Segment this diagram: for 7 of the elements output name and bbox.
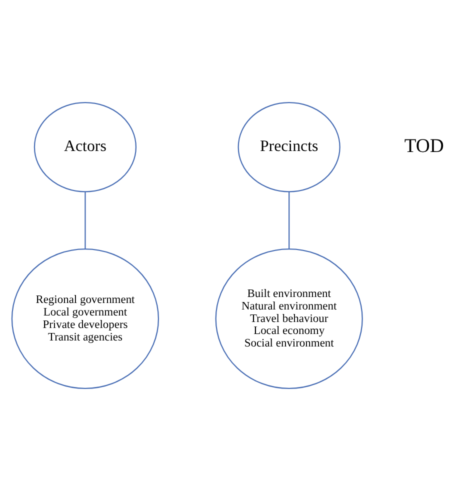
node-circle: Regional government Local government Private developers Transit agencies bbox=[11, 248, 160, 389]
connector bbox=[288, 191, 290, 248]
node-circle: Built environment Natural environment Travel behaviour Local economy Social environment bbox=[215, 248, 363, 389]
node-ellipse: Actors bbox=[34, 101, 137, 192]
label: TOD bbox=[404, 136, 444, 157]
connector bbox=[84, 191, 86, 248]
node-ellipse: Precincts bbox=[238, 101, 340, 192]
